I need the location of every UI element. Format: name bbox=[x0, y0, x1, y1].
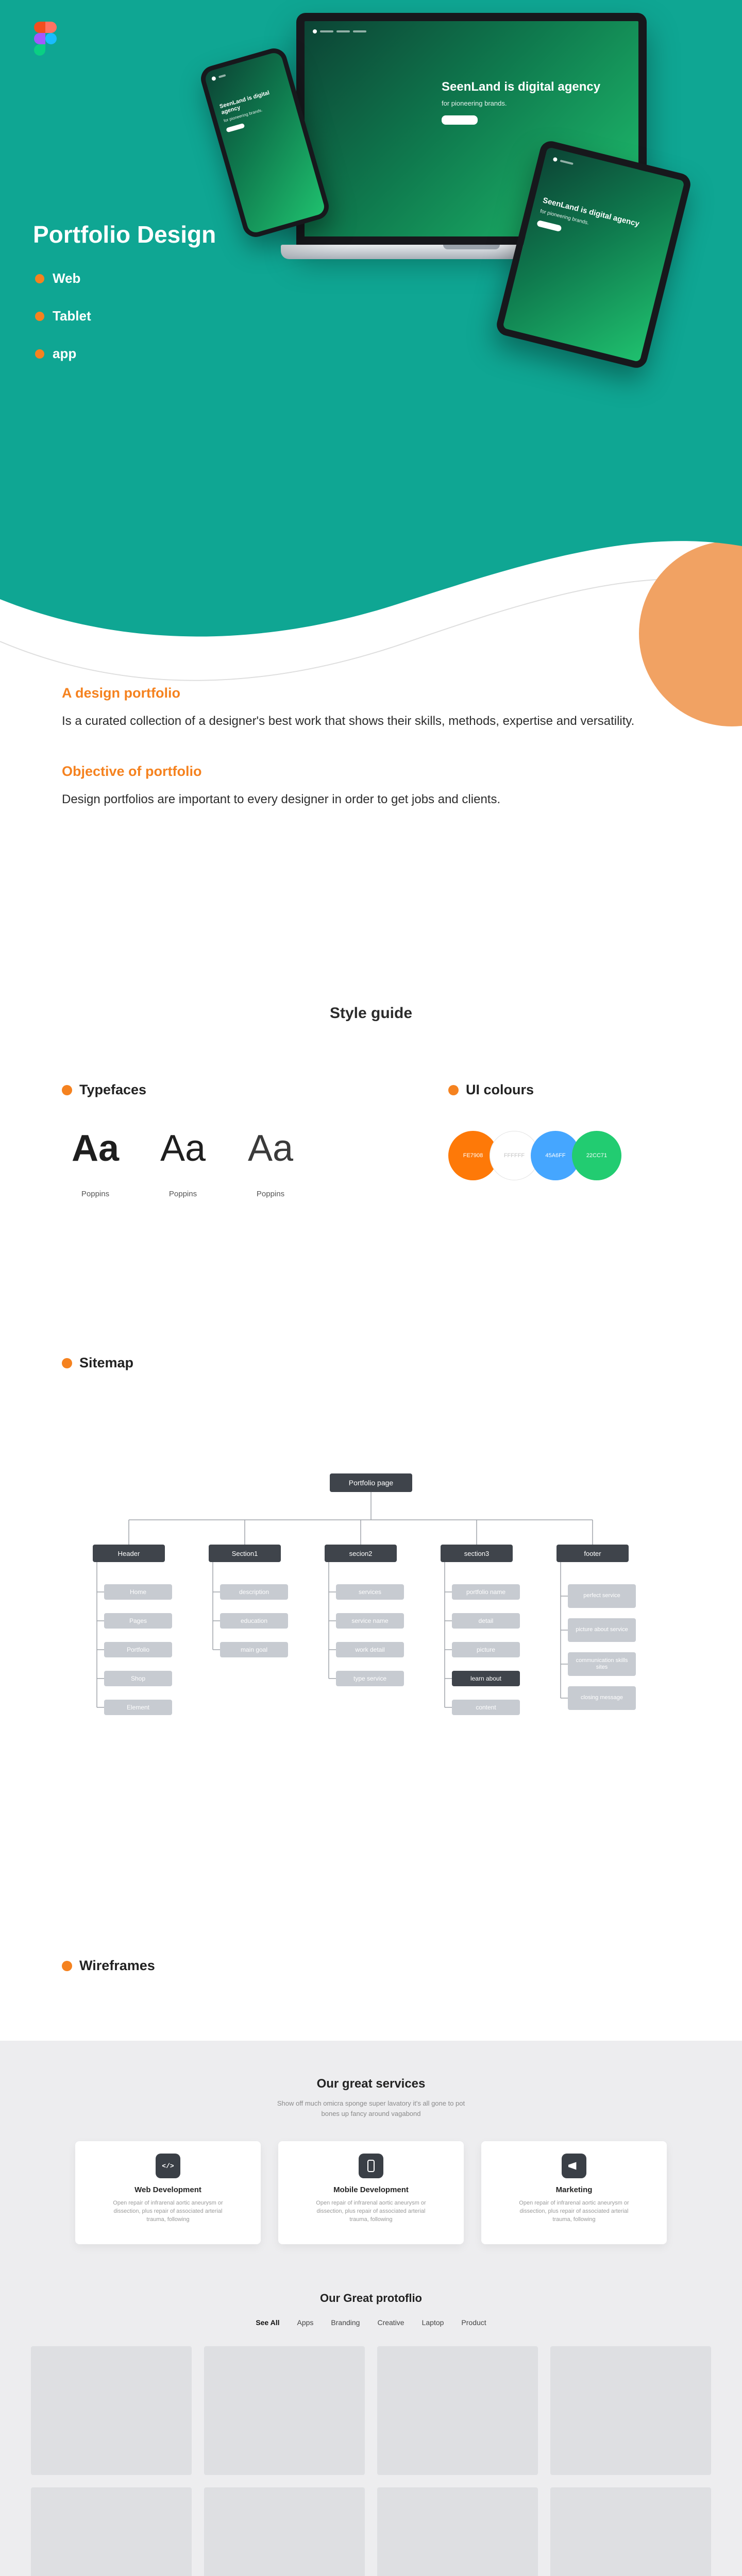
orange-dot-icon bbox=[35, 311, 44, 321]
bullet-app: app bbox=[35, 346, 91, 362]
services-subtitle: Show off much omicra sponge super lavato… bbox=[277, 2099, 465, 2117]
sitemap-leaf: service name bbox=[336, 1613, 404, 1629]
sitemap-node-section1: Section1 bbox=[209, 1545, 281, 1562]
screen-navbar bbox=[313, 29, 630, 33]
sitemap-leaf: Portfolio bbox=[104, 1642, 172, 1657]
sitemap-leaf: closing message bbox=[568, 1686, 636, 1710]
sitemap-leaf: communication skills sites bbox=[568, 1652, 636, 1676]
style-guide-section: Style guide Typefaces Aa Poppins Aa Popp… bbox=[0, 1005, 742, 1198]
service-card-marketing: Marketing Open repair of infrarenal aort… bbox=[481, 2141, 667, 2244]
sitemap-leaf: detail bbox=[452, 1613, 520, 1629]
code-icon: </> bbox=[156, 2154, 180, 2178]
portfolio-filter-tabs: See All Apps Branding Creative Laptop Pr… bbox=[0, 2318, 742, 2327]
wireframes-label: Wireframes bbox=[79, 1958, 155, 1973]
tab-apps[interactable]: Apps bbox=[297, 2318, 314, 2327]
sitemap-leaf: services bbox=[336, 1584, 404, 1600]
sitemap-leaf: main goal bbox=[220, 1642, 288, 1657]
color-swatch: 22CC71 bbox=[572, 1131, 621, 1180]
brand-dot-icon bbox=[211, 76, 216, 81]
screen-headline: SeenLand is digital agency for pioneerin… bbox=[219, 86, 292, 133]
hero-decorative-line bbox=[0, 578, 742, 681]
sitemap-leaf: learn about bbox=[452, 1671, 520, 1686]
tab-see-all[interactable]: See All bbox=[256, 2318, 280, 2327]
image-placeholder bbox=[31, 2346, 192, 2475]
sitemap-node-section3: section3 bbox=[441, 1545, 513, 1562]
page-title: Portfolio Design bbox=[33, 221, 216, 248]
image-placeholder bbox=[204, 2346, 365, 2475]
type-sample: Aa Poppins bbox=[160, 1128, 206, 1198]
portfolio-title: Our Great protoflio bbox=[320, 2292, 422, 2304]
figma-logo-icon bbox=[34, 22, 57, 56]
objective-body: Design portfolios are important to every… bbox=[62, 792, 501, 806]
image-placeholder bbox=[550, 2487, 711, 2576]
typefaces-block: Typefaces Aa Poppins Aa Poppins Aa Poppi… bbox=[62, 1082, 304, 1198]
sitemap-leaf: Element bbox=[104, 1700, 172, 1715]
wireframes-section: Wireframes Our great services Show off m… bbox=[0, 1958, 742, 2576]
cta-button[interactable] bbox=[442, 115, 478, 125]
service-card-mobile: Mobile Development Open repair of infrar… bbox=[278, 2141, 464, 2244]
bullet-tablet: Tablet bbox=[35, 308, 91, 324]
sitemap-leaf: type service bbox=[336, 1671, 404, 1686]
sitemap-leaf: picture bbox=[452, 1642, 520, 1657]
tab-product[interactable]: Product bbox=[461, 2318, 486, 2327]
tab-branding[interactable]: Branding bbox=[331, 2318, 360, 2327]
sitemap-label: Sitemap bbox=[79, 1355, 134, 1370]
sitemap-section: Sitemap Portfolio page Header Section1 s… bbox=[0, 1350, 742, 1752]
image-placeholder bbox=[377, 2346, 538, 2475]
ui-colours-block: UI colours FE7908 FFFFFF 45A6FF 22CC71 bbox=[448, 1082, 621, 1180]
service-card-web: </> Web Development Open repair of infra… bbox=[75, 2141, 261, 2244]
services-title: Our great services bbox=[316, 2077, 426, 2091]
phone-icon bbox=[359, 2154, 383, 2178]
sitemap-leaf: picture about service bbox=[568, 1618, 636, 1642]
portfolio-placeholder-grid bbox=[31, 2346, 711, 2576]
orange-dot-icon bbox=[62, 1084, 72, 1095]
image-placeholder bbox=[204, 2487, 365, 2576]
sitemap-leaf: Home bbox=[104, 1584, 172, 1600]
sitemap-leaf: description bbox=[220, 1584, 288, 1600]
sitemap-leaf: perfect service bbox=[568, 1584, 636, 1608]
about-body: Is a curated collection of a designer's … bbox=[62, 714, 635, 728]
orange-dot-icon bbox=[62, 1358, 72, 1368]
sitemap-leaf: education bbox=[220, 1613, 288, 1629]
orange-dot-icon bbox=[35, 349, 44, 359]
style-guide-title: Style guide bbox=[329, 1005, 413, 1022]
sitemap-leaf: work detail bbox=[336, 1642, 404, 1657]
cta-button[interactable] bbox=[536, 219, 562, 232]
screen-headline: SeenLand is digital agency for pioneerin… bbox=[442, 80, 630, 125]
sitemap-leaf: content bbox=[452, 1700, 520, 1715]
hero-wave-shape bbox=[0, 504, 742, 637]
orange-dot-icon bbox=[62, 1960, 72, 1971]
brand-dot-icon bbox=[552, 157, 558, 162]
about-section: A design portfolio Is a curated collecti… bbox=[62, 685, 670, 809]
orange-dot-icon bbox=[448, 1084, 459, 1095]
about-heading: A design portfolio bbox=[62, 685, 180, 701]
orange-dot-icon bbox=[35, 274, 44, 283]
sitemap-leaf: portfolio name bbox=[452, 1584, 520, 1600]
bullet-web: Web bbox=[35, 270, 91, 286]
ui-colours-label: UI colours bbox=[466, 1082, 534, 1097]
sitemap-connectors bbox=[96, 1492, 593, 1708]
screen-headline: SeenLand is digital agency for pioneerin… bbox=[536, 196, 665, 256]
type-sample: Aa Poppins bbox=[71, 1128, 120, 1198]
type-sample: Aa Poppins bbox=[247, 1128, 294, 1198]
cta-button[interactable] bbox=[226, 123, 245, 133]
sitemap-leaf: Shop bbox=[104, 1671, 172, 1686]
sitemap-node-header: Header bbox=[93, 1545, 165, 1562]
image-placeholder bbox=[550, 2346, 711, 2475]
objective-heading: Objective of portfolio bbox=[62, 763, 202, 779]
tab-creative[interactable]: Creative bbox=[377, 2318, 404, 2327]
sitemap-root-node: Portfolio page bbox=[330, 1473, 412, 1492]
sitemap-node-section2: secion2 bbox=[325, 1545, 397, 1562]
sitemap-leaf: Pages bbox=[104, 1613, 172, 1629]
tab-laptop[interactable]: Laptop bbox=[421, 2318, 444, 2327]
sitemap-node-footer: footer bbox=[556, 1545, 629, 1562]
wireframe-panel: Our great services Show off much omicra … bbox=[0, 2041, 742, 2576]
hero-bullet-list: Web Tablet app bbox=[35, 270, 91, 383]
megaphone-icon bbox=[562, 2154, 586, 2178]
image-placeholder bbox=[377, 2487, 538, 2576]
image-placeholder bbox=[31, 2487, 192, 2576]
brand-dot-icon bbox=[313, 29, 317, 33]
color-swatch: 45A6FF bbox=[531, 1131, 580, 1180]
typefaces-label: Typefaces bbox=[79, 1082, 147, 1097]
